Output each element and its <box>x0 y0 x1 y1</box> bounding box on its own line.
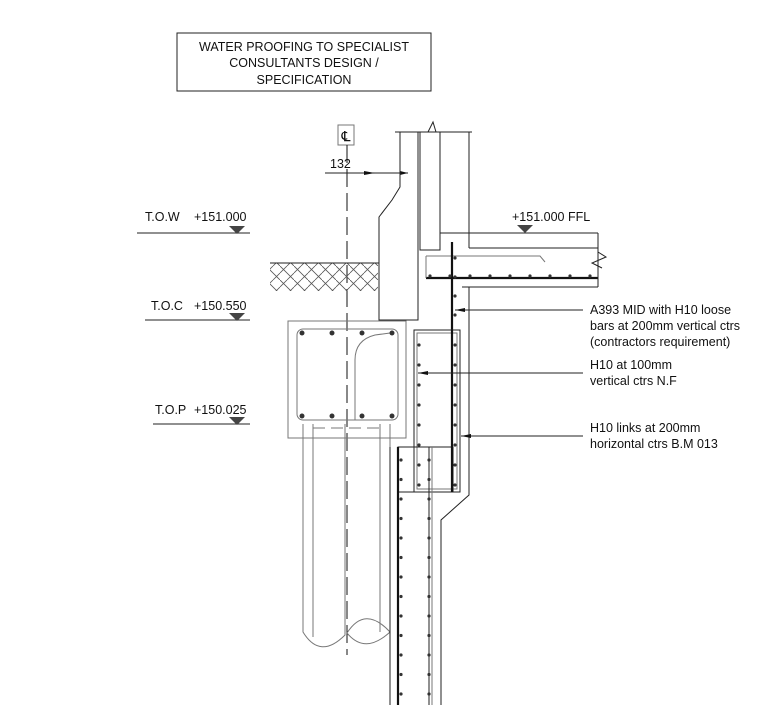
level-ffl-label: +151.000 FFL <box>512 210 590 224</box>
svg-text:H10 links at 200mm: H10 links at 200mm <box>590 421 700 435</box>
level-top: T.O.P +150.025 <box>153 403 250 425</box>
rebar-dot <box>417 403 421 407</box>
title-line-3: SPECIFICATION <box>257 73 352 87</box>
rebar-dot <box>468 274 472 278</box>
rebar-dot <box>427 497 431 501</box>
dimension-132: 132 <box>330 157 351 171</box>
title-box: WATER PROOFING TO SPECIALIST CONSULTANTS… <box>176 32 432 92</box>
rebar-dot <box>453 363 457 367</box>
rebar-dot <box>417 423 421 427</box>
centerline: ℄ 132 <box>325 124 408 655</box>
rebar-dot <box>399 672 403 677</box>
rebar-dot <box>448 274 452 278</box>
rebar-dot <box>399 477 403 482</box>
level-ffl: +151.000 FFL <box>512 210 590 233</box>
rebar-dot <box>399 633 403 638</box>
title-line-2: CONSULTANTS DESIGN / <box>229 56 379 70</box>
level-toc-value: +150.550 <box>194 299 247 313</box>
rebar-dot <box>428 274 432 278</box>
annotation-links: H10 links at 200mm horizontal ctrs B.M 0… <box>461 421 718 451</box>
rebar-dot <box>548 274 552 278</box>
rebar-dot <box>399 653 403 657</box>
rebar-dot <box>588 274 592 278</box>
rebar-dot <box>417 443 421 447</box>
rebar-dot <box>399 614 403 618</box>
rebar-dot <box>427 653 431 657</box>
rebar-dot <box>427 692 431 696</box>
wall <box>378 120 608 705</box>
rebar-dot <box>453 294 457 298</box>
rebar-dot <box>417 483 421 487</box>
level-toc-label: T.O.C <box>151 299 183 313</box>
rebar-dot <box>399 497 403 501</box>
rebar-dot <box>453 383 457 387</box>
rebar-dot <box>528 274 532 278</box>
rebar-dot <box>417 463 421 467</box>
rebar-dot <box>453 403 457 407</box>
rebar-dot <box>399 458 403 462</box>
rebar-dot <box>427 477 431 482</box>
title-line-1: WATER PROOFING TO SPECIALIST <box>199 40 409 54</box>
level-tow-value: +151.000 <box>194 210 247 224</box>
rebar-dot <box>417 343 421 347</box>
level-top-label: T.O.P <box>155 403 186 417</box>
level-tow-label: T.O.W <box>145 210 180 224</box>
rebar-dot <box>568 274 572 278</box>
rebar-dot <box>488 274 492 278</box>
rebar-dot <box>453 423 457 427</box>
svg-text:(contractors requirement): (contractors requirement) <box>590 335 730 349</box>
svg-text:horizontal ctrs B.M 013: horizontal ctrs B.M 013 <box>590 437 718 451</box>
rebar-dot <box>427 594 431 599</box>
rebar-dot <box>427 633 431 638</box>
rebar-dot <box>399 594 403 599</box>
rebar-dot <box>453 275 457 279</box>
rebar-dot <box>399 516 403 521</box>
ground <box>270 262 379 291</box>
svg-text:bars at 200mm vertical ctrs: bars at 200mm vertical ctrs <box>590 319 740 333</box>
rebar-dot <box>417 383 421 387</box>
rebar-dot <box>399 575 403 579</box>
svg-text:H10 at 100mm: H10 at 100mm <box>590 358 672 372</box>
annotation-vertical-bars: H10 at 100mm vertical ctrs N.F <box>418 358 677 388</box>
rebar-dot <box>427 555 431 560</box>
rebar-dot <box>453 313 457 317</box>
rebar-dot <box>427 614 431 618</box>
svg-text:vertical ctrs N.F: vertical ctrs N.F <box>590 374 677 388</box>
rebar-dot <box>427 575 431 579</box>
rebar-dot <box>427 516 431 521</box>
annotation-mesh: A393 MID with H10 loose bars at 200mm ve… <box>455 303 740 349</box>
rebar-dot <box>427 672 431 677</box>
rebar-dot <box>427 536 431 540</box>
level-top-value: +150.025 <box>194 403 247 417</box>
centerline-symbol: ℄ <box>341 128 351 144</box>
svg-text:A393 MID with H10 loose: A393 MID with H10 loose <box>590 303 731 317</box>
rebar-dot <box>453 256 457 260</box>
wall-reinforcement <box>389 256 592 705</box>
rebar-dot <box>427 458 431 462</box>
rebar-dot <box>508 274 512 278</box>
rebar-dot <box>453 483 457 487</box>
rebar-dot <box>453 463 457 467</box>
level-tow: T.O.W +151.000 <box>137 210 250 234</box>
rebar-dot <box>399 536 403 540</box>
pile-cap <box>287 320 407 439</box>
rebar-dot <box>399 555 403 560</box>
level-toc: T.O.C +150.550 <box>145 299 250 321</box>
rebar-dot <box>453 443 457 447</box>
rebar-dot <box>417 363 421 367</box>
rebar-dot <box>453 343 457 347</box>
rebar-dot <box>399 692 403 696</box>
